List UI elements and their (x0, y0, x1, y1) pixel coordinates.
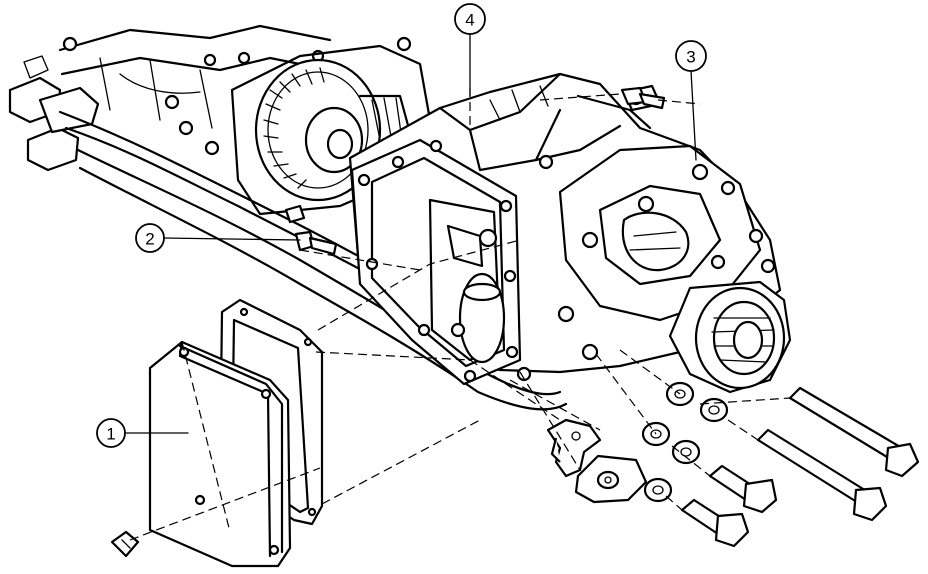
differential-carrier (348, 72, 792, 394)
callout-1: 1 (96, 418, 126, 448)
cover-plate (148, 340, 292, 568)
callout-1-label: 1 (106, 425, 115, 444)
assembly-lines (129, 88, 791, 541)
callout-3: 3 (675, 40, 707, 72)
leader-lines (124, 33, 697, 434)
callout-3-label: 3 (686, 48, 695, 67)
callout-2: 2 (135, 223, 165, 253)
ring-gear (203, 36, 432, 216)
suspension-crossmember (8, 24, 568, 411)
fasteners (110, 86, 920, 558)
callout-4: 4 (454, 3, 486, 35)
callout-2-label: 2 (145, 230, 154, 249)
callout-4-label: 4 (465, 11, 474, 30)
nut-washers (641, 381, 729, 503)
mount-brackets (546, 418, 648, 504)
